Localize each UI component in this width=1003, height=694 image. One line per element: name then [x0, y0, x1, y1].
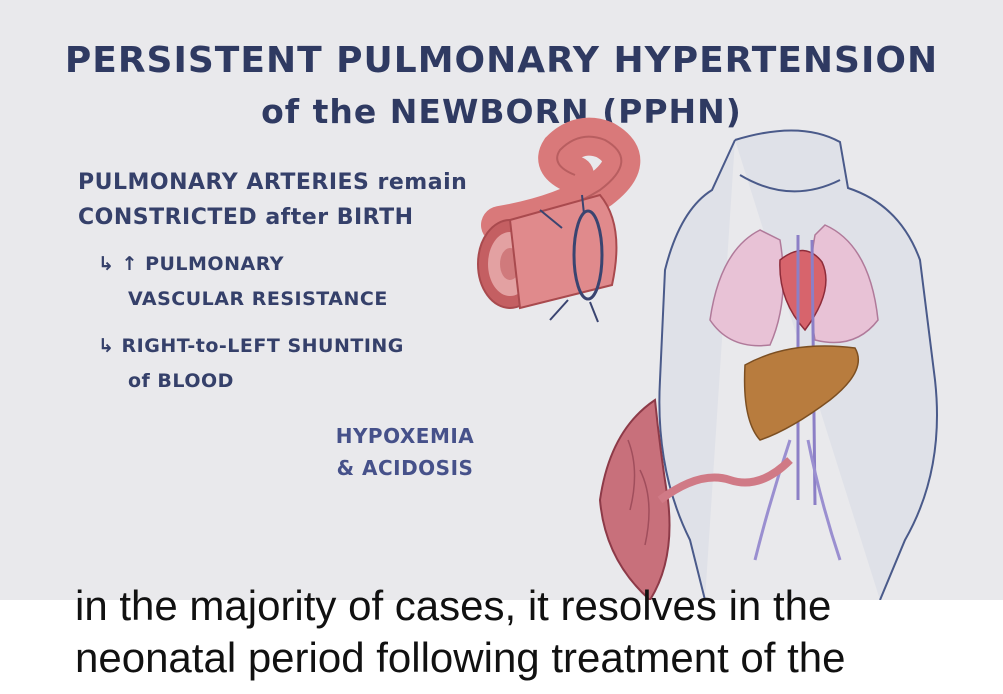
anatomy-drawing: [0, 0, 1003, 600]
caption-line2: neonatal period following treatment of t…: [75, 632, 846, 684]
slide-caption: in the majority of cases, it resolves in…: [75, 580, 846, 684]
caption-line1: in the majority of cases, it resolves in…: [75, 580, 846, 632]
constricted-artery-drawing: [478, 137, 621, 322]
infant-torso-drawing: [659, 130, 937, 600]
pphn-illustration: PERSISTENT PULMONARY HYPERTENSION of the…: [0, 0, 1003, 600]
